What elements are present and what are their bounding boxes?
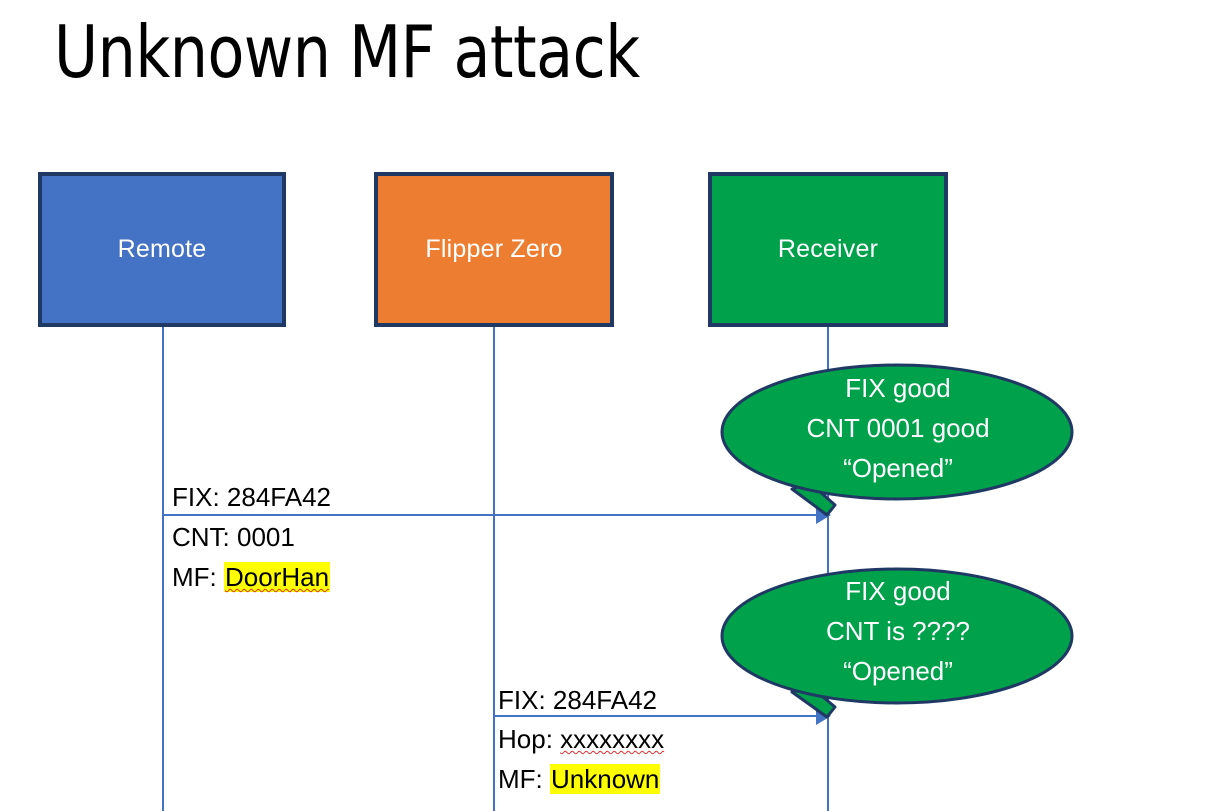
callout-balloon-1	[720, 363, 1074, 517]
message-2-header: FIX: 284FA42	[498, 680, 657, 720]
actor-box-flipper[interactable]: Flipper Zero	[374, 172, 614, 327]
actor-label-remote: Remote	[117, 235, 207, 263]
message-1-cnt-label: CNT:	[172, 522, 237, 552]
message-1-mf-line: MF: DoorHan	[172, 557, 331, 597]
message-2-hop-label: Hop:	[498, 724, 561, 754]
actor-label-flipper: Flipper Zero	[425, 235, 563, 263]
message-1-mf-label: MF:	[172, 562, 224, 592]
actor-box-remote[interactable]: Remote	[38, 172, 286, 327]
message-1-mf-value: DoorHan	[224, 562, 331, 592]
message-1-body: CNT: 0001 MF: DoorHan	[172, 517, 331, 597]
message-2-hop-line: Hop: xxxxxxxx	[498, 719, 664, 759]
message-2-mf-value: Unknown	[550, 764, 661, 794]
message-2-hop-value: xxxxxxxx	[560, 724, 665, 754]
message-2-body: Hop: xxxxxxxx MF: Unknown	[498, 719, 664, 799]
message-1-header: FIX: 284FA42	[172, 477, 331, 517]
page-title: Unknown MF attack	[54, 10, 640, 94]
message-2-fix-line: FIX: 284FA42	[498, 685, 657, 715]
message-2-mf-label: MF:	[498, 764, 550, 794]
actor-box-receiver[interactable]: Receiver	[708, 172, 948, 327]
callout-balloon-2	[720, 567, 1074, 719]
message-1-cnt-line: CNT: 0001	[172, 517, 330, 557]
message-2-mf-line: MF: Unknown	[498, 759, 664, 799]
message-1-cnt-value: 0001	[237, 522, 295, 552]
message-1-fix-line: FIX: 284FA42	[172, 482, 331, 512]
actor-label-receiver: Receiver	[777, 235, 879, 263]
